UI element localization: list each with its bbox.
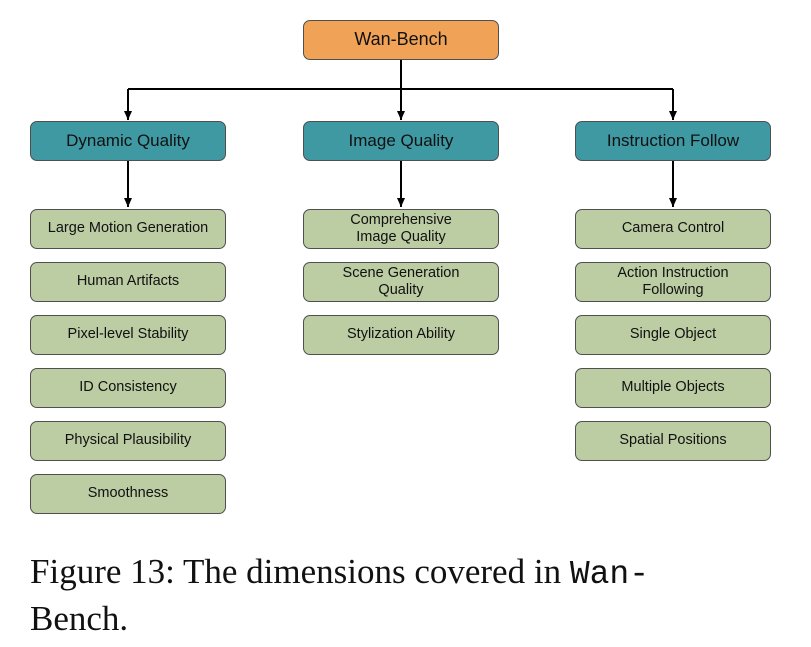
dimension-item: Multiple Objects: [575, 368, 771, 408]
caption-text-end: Bench.: [30, 599, 129, 638]
connector-lines: [124, 60, 677, 207]
figure-caption: Figure 13: The dimensions covered in Wan…: [30, 550, 790, 641]
dimension-item: Smoothness: [30, 474, 226, 514]
caption-code: Wan-: [569, 556, 650, 593]
dimension-item: Single Object: [575, 315, 771, 355]
dimension-item: Human Artifacts: [30, 262, 226, 302]
dimension-item: Physical Plausibility: [30, 421, 226, 461]
dimension-item: Scene Generation Quality: [303, 262, 499, 302]
dimension-item: Stylization Ability: [303, 315, 499, 355]
root-node: Wan-Bench: [303, 20, 499, 60]
category-image-quality: Image Quality: [303, 121, 499, 161]
dimension-item: Comprehensive Image Quality: [303, 209, 499, 249]
dimension-item: Pixel-level Stability: [30, 315, 226, 355]
dimension-item: Camera Control: [575, 209, 771, 249]
dimension-item: Large Motion Generation: [30, 209, 226, 249]
dimension-item: Spatial Positions: [575, 421, 771, 461]
dimension-item: Action Instruction Following: [575, 262, 771, 302]
hierarchy-diagram: Wan-Bench Dynamic Quality Image Quality …: [30, 20, 771, 514]
caption-text: Figure 13: The dimensions covered in: [30, 552, 570, 591]
category-dynamic-quality: Dynamic Quality: [30, 121, 226, 161]
category-instruction-follow: Instruction Follow: [575, 121, 771, 161]
dimension-item: ID Consistency: [30, 368, 226, 408]
